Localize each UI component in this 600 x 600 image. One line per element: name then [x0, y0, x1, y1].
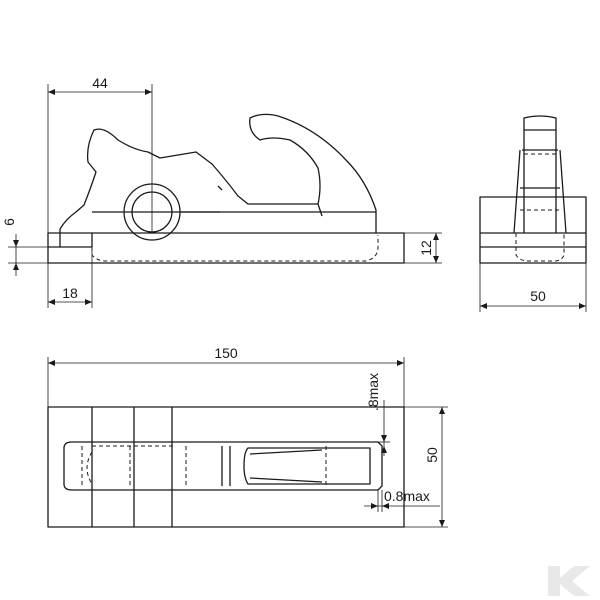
- dim-50-plan-arrow-top: [439, 407, 445, 414]
- dim-50-end-arrow-left: [480, 303, 487, 309]
- dim-6-arrow-top: [13, 240, 19, 247]
- dim-44-arrow-left: [48, 89, 55, 95]
- plan-lever-taper-bottom: [249, 477, 323, 483]
- dim-50-plan-arrow-bottom: [439, 520, 445, 527]
- dim-12-arrow-bottom: [433, 256, 439, 263]
- dim-12-arrow-top: [433, 233, 439, 240]
- plan-view: 150 50 .8max 0.8max: [47, 345, 448, 528]
- clearance-v-arrow-top: [381, 435, 387, 442]
- dim-44-label: 44: [92, 75, 108, 91]
- dim-150-arrow-left: [48, 360, 55, 366]
- k-logo-icon: [548, 566, 590, 596]
- clearance-v-label: .8max: [365, 373, 381, 411]
- dim-6-label: 6: [1, 218, 17, 226]
- dim-50-end-label: 50: [530, 288, 546, 304]
- dim-50-plan-label: 50: [424, 447, 440, 463]
- end-clamp-profile: [523, 115, 557, 233]
- dim-18-arrow-right: [85, 299, 92, 305]
- plan-hidden-curve: [86, 451, 93, 485]
- dim-6-arrow-bottom: [13, 263, 19, 270]
- clearance-h-label: 0.8max: [384, 488, 430, 504]
- clamp-tick: [217, 185, 223, 191]
- plan-lever-outline: [63, 441, 383, 491]
- end-view: 50: [479, 115, 587, 312]
- clamp-body-outline: [59, 113, 377, 247]
- dim-18-label: 18: [62, 285, 78, 301]
- plan-lever-tab: [243, 447, 371, 485]
- clearance-h-arrow-right: [382, 503, 389, 509]
- dim-12-label: 12: [418, 240, 434, 256]
- side-hidden-slot: [91, 235, 379, 262]
- clearance-v-arrow-bottom: [381, 446, 387, 453]
- dim-50-end-arrow-right: [579, 303, 586, 309]
- side-base-plate: [47, 232, 405, 264]
- end-hidden-slot: [515, 233, 565, 262]
- dim-44-arrow-right: [145, 89, 152, 95]
- dim-150-arrow-right: [397, 360, 404, 366]
- plan-base-plate: [47, 406, 405, 528]
- end-clamp-side-r: [559, 149, 567, 234]
- side-view: 44 18 6 12: [1, 75, 442, 308]
- plan-lever-taper-top: [249, 449, 323, 455]
- end-clamp-side-l: [513, 149, 521, 234]
- dim-150-label: 150: [214, 345, 238, 361]
- end-base-block: [479, 196, 587, 264]
- clearance-h-arrow-left: [371, 503, 378, 509]
- dim-18-arrow-left: [48, 299, 55, 305]
- clamp-hook-lower: [317, 203, 323, 217]
